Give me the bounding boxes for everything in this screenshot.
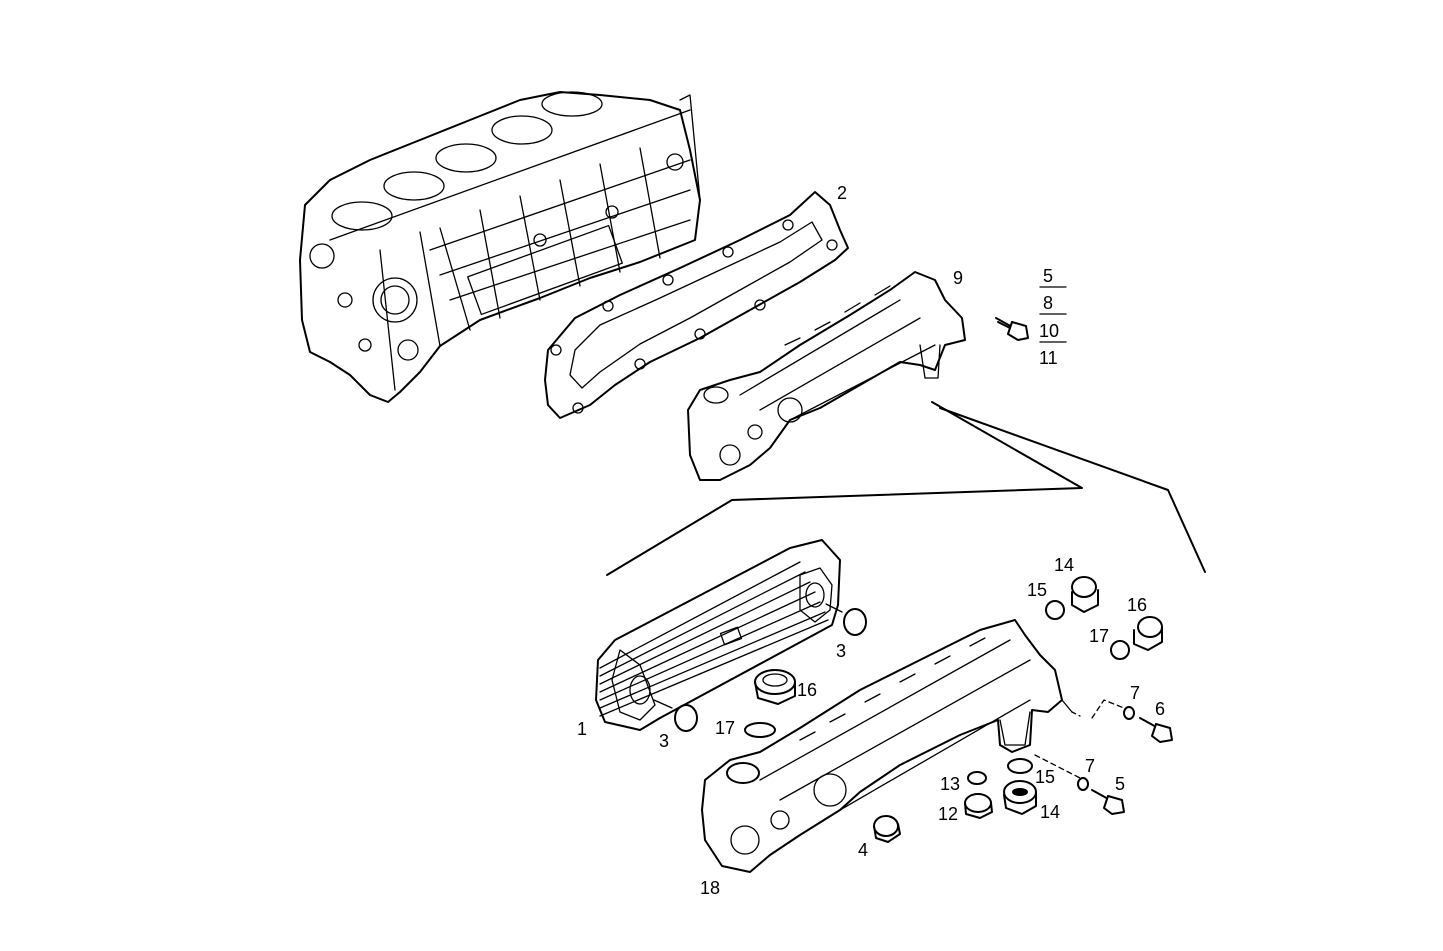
callout-11: 11 [1039,348,1058,368]
callout-6: 6 [1155,699,1165,719]
cooler-housing-part-18 [701,619,1073,873]
o-ring-7-lower [1077,777,1089,791]
callout-16-center: 16 [797,680,817,700]
callout-labels: 2 9 5 8 10 11 14 15 16 17 3 16 17 1 3 7 … [577,183,1165,898]
callout-18: 18 [700,878,720,898]
plug-12 [964,793,993,819]
callout-13: 13 [940,774,960,794]
seal-15-lower [1007,758,1033,774]
callout-15-lower: 15 [1035,767,1055,787]
bolt-5-lower [1091,789,1125,815]
callout-5-lower: 5 [1115,774,1125,794]
callout-1: 1 [577,719,587,739]
gasket-part-2 [544,191,849,419]
dashed-leaders [1034,699,1125,779]
seal-17-upper [1110,640,1130,660]
callout-17-upper: 17 [1089,626,1109,646]
callout-17-center: 17 [715,718,735,738]
callout-3-upper: 3 [836,641,846,661]
seal-13 [967,771,987,785]
callout-4: 4 [858,840,868,860]
callout-7-lower: 7 [1085,756,1095,776]
callout-9: 9 [953,268,963,288]
bolt-5-8-10-11 [995,317,1029,341]
callout-8: 8 [1043,293,1053,313]
plug-4 [873,815,901,843]
callout-10: 10 [1039,321,1059,341]
callout-3-lower: 3 [659,731,669,751]
o-ring-3-upper [843,608,867,636]
callout-16-upper: 16 [1127,595,1147,615]
o-ring-7-right [1123,706,1135,720]
oil-cooler-part-1 [595,539,841,731]
detail-leader-lines [606,401,1206,576]
plug-16-upper [1133,616,1163,651]
plug-14-upper [1071,576,1099,613]
seal-17-center [744,722,776,738]
callout-15-upper: 15 [1027,580,1047,600]
seal-15-upper [1045,600,1065,620]
bolt-6 [1139,717,1173,743]
callout-2: 2 [837,183,847,203]
callout-5-top: 5 [1043,266,1053,286]
plug-16-center [754,669,796,705]
plug-14-lower [1003,780,1037,815]
o-ring-3-lower [674,704,698,732]
engine-block [299,91,701,403]
cooler-housing-part-9 [687,271,966,481]
callout-14-lower: 14 [1040,802,1060,822]
callout-14-upper: 14 [1054,555,1074,575]
callout-12: 12 [938,804,958,824]
callout-7-right: 7 [1130,683,1140,703]
fraction-lines [1039,286,1067,343]
